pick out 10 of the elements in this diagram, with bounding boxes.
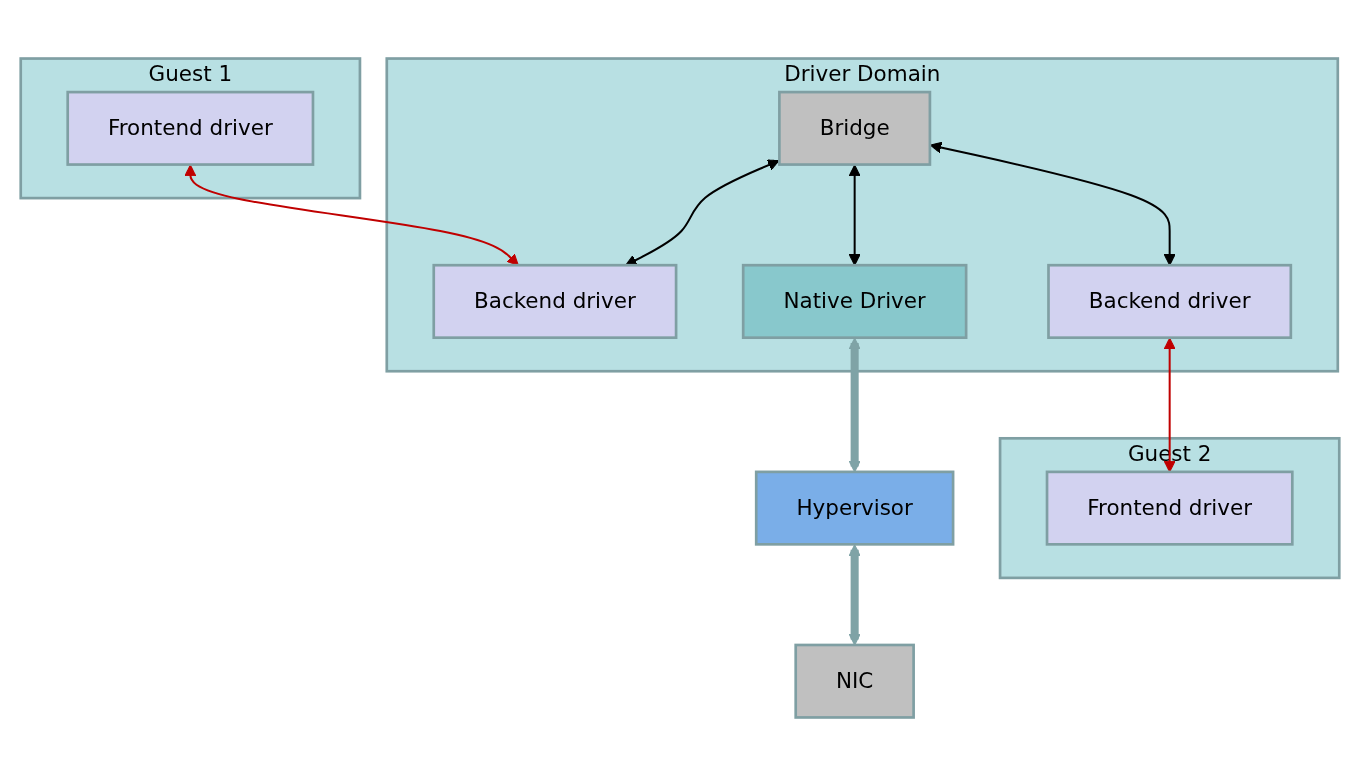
node-box: NIC [794, 643, 915, 719]
node-box: Backend driver [1047, 263, 1293, 339]
node-box: Frontend driver [66, 90, 315, 166]
arrow [848, 337, 861, 472]
node-box: Bridge [778, 90, 932, 166]
node-box: Frontend driver [1045, 470, 1294, 546]
node-box: Native Driver [741, 263, 968, 339]
arrow [1163, 337, 1176, 472]
node-box: Hypervisor [754, 470, 955, 546]
node-box: Backend driver [432, 263, 678, 339]
